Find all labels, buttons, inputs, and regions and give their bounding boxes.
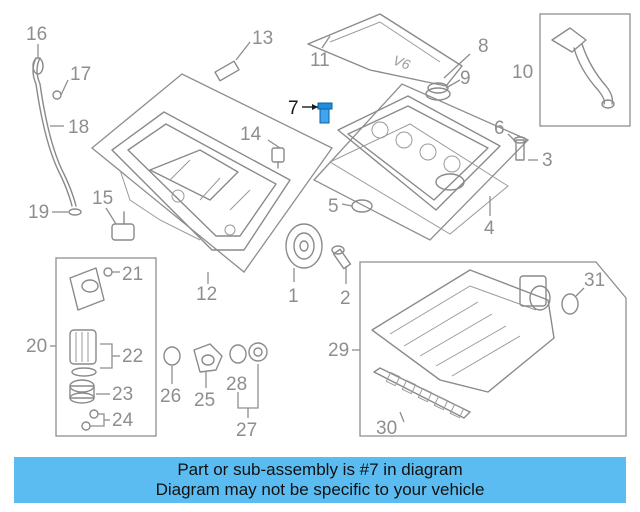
callout-1[interactable]: 1 bbox=[288, 286, 299, 307]
callout-21[interactable]: 21 bbox=[122, 264, 143, 285]
leader-15 bbox=[105, 207, 117, 225]
o-ring-26 bbox=[163, 346, 181, 366]
plug-27 bbox=[248, 342, 268, 362]
svg-text:V6: V6 bbox=[391, 52, 413, 73]
callout-7[interactable]: 7 bbox=[288, 98, 299, 119]
callout-16[interactable]: 16 bbox=[26, 24, 47, 45]
engine-cover-11: V6 bbox=[307, 13, 463, 87]
callout-19[interactable]: 19 bbox=[28, 202, 49, 223]
callout-25[interactable]: 25 bbox=[194, 390, 215, 411]
leader-17 bbox=[60, 79, 69, 96]
bolt-2 bbox=[331, 245, 352, 270]
seal-17 bbox=[52, 90, 62, 100]
seal-5 bbox=[351, 199, 373, 213]
oil-strainer-13 bbox=[214, 60, 240, 82]
oil-pan bbox=[111, 111, 291, 251]
callout-22[interactable]: 22 bbox=[122, 346, 143, 367]
leader-31 bbox=[575, 287, 585, 297]
filter-cap-23 bbox=[69, 379, 95, 404]
filter-element-22 bbox=[69, 329, 97, 377]
filter-housing-21 bbox=[69, 267, 105, 311]
leader-11 bbox=[321, 35, 331, 49]
intake-manifold bbox=[371, 269, 555, 393]
pcv-hose-10 bbox=[551, 27, 615, 109]
callout-31[interactable]: 31 bbox=[584, 270, 605, 291]
leader-13 bbox=[235, 41, 251, 61]
callout-11[interactable]: 11 bbox=[310, 50, 330, 71]
callout-9[interactable]: 9 bbox=[460, 68, 471, 89]
callout-15[interactable]: 15 bbox=[92, 188, 113, 209]
leader-14 bbox=[267, 139, 281, 149]
callout-18[interactable]: 18 bbox=[68, 117, 89, 138]
leader-8 bbox=[443, 53, 471, 79]
banner-line-1: Part or sub-assembly is #7 in diagram bbox=[177, 460, 463, 479]
pulley-1 bbox=[285, 223, 323, 269]
drain-plug-15 bbox=[111, 211, 135, 241]
banner-line-2: Diagram may not be specific to your vehi… bbox=[155, 480, 485, 499]
callout-12[interactable]: 12 bbox=[196, 284, 217, 305]
callout-14[interactable]: 14 bbox=[240, 124, 262, 145]
callout-4[interactable]: 4 bbox=[484, 218, 495, 239]
callout-2[interactable]: 2 bbox=[340, 288, 351, 309]
info-banner: Part or sub-assembly is #7 in diagram Di… bbox=[14, 457, 626, 503]
leader-22-bracket bbox=[100, 343, 113, 369]
leader-7-arrow bbox=[312, 104, 318, 110]
sensor-14 bbox=[271, 147, 285, 169]
callout-29[interactable]: 29 bbox=[328, 340, 349, 361]
dipstick-assembly bbox=[32, 57, 82, 216]
seal-28 bbox=[229, 344, 247, 364]
callout-26[interactable]: 26 bbox=[160, 386, 181, 407]
callout-6[interactable]: 6 bbox=[494, 118, 505, 139]
callout-28[interactable]: 28 bbox=[226, 374, 247, 395]
callout-10[interactable]: 10 bbox=[512, 62, 533, 83]
callout-13[interactable]: 13 bbox=[252, 28, 273, 49]
callout-3[interactable]: 3 bbox=[542, 150, 553, 171]
leader-30 bbox=[399, 411, 405, 423]
leader-9 bbox=[445, 79, 461, 89]
callout-27[interactable]: 27 bbox=[236, 420, 257, 441]
valve-cover-gasket-4 bbox=[328, 123, 509, 235]
callout-17[interactable]: 17 bbox=[70, 64, 91, 85]
leader-5 bbox=[341, 203, 353, 207]
intake-manifold-group-box bbox=[359, 261, 627, 437]
oil-filter-group-box bbox=[55, 257, 157, 437]
callout-20[interactable]: 20 bbox=[26, 336, 47, 357]
manifold-gasket-30 bbox=[373, 367, 471, 419]
gasket-31 bbox=[561, 293, 579, 315]
callout-5[interactable]: 5 bbox=[328, 196, 339, 217]
callout-24[interactable]: 24 bbox=[112, 410, 134, 431]
valve-cover-group-box bbox=[312, 83, 530, 241]
leader-6 bbox=[507, 133, 517, 143]
exploded-parts-diagram: V6 bbox=[26, 13, 631, 441]
pcv-hose-box bbox=[539, 13, 631, 127]
callout-23[interactable]: 23 bbox=[112, 384, 133, 405]
valve-cover bbox=[337, 95, 501, 211]
filler-cap-8-9 bbox=[425, 82, 451, 101]
callout-30[interactable]: 30 bbox=[376, 418, 397, 439]
callout-8[interactable]: 8 bbox=[478, 36, 489, 57]
seal-21 bbox=[103, 267, 113, 277]
housing-25 bbox=[193, 343, 223, 373]
highlighted-bolt-7[interactable] bbox=[317, 102, 333, 124]
drain-plug-24 bbox=[81, 409, 99, 431]
